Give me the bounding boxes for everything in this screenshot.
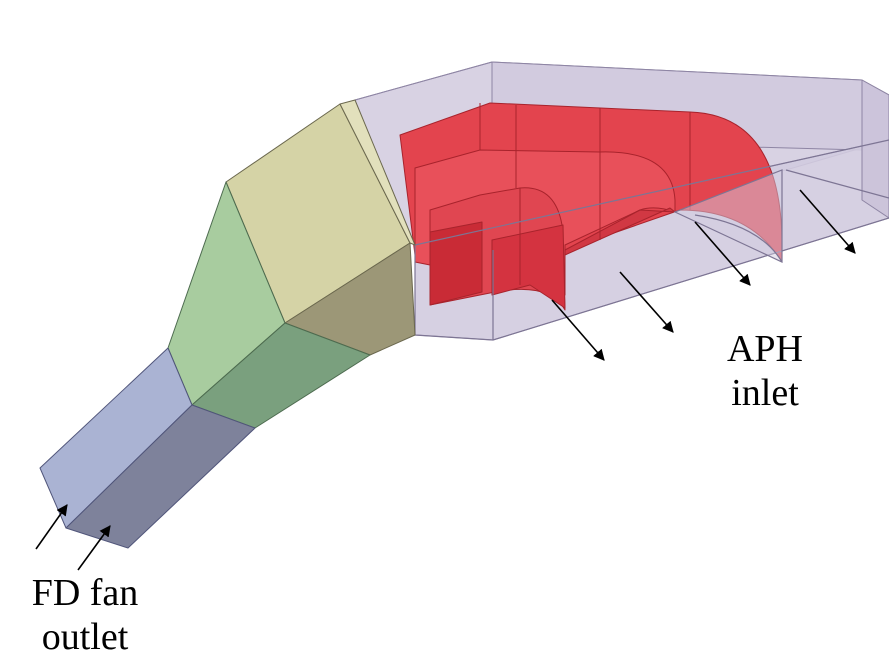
aph-label-line-2: inlet bbox=[731, 372, 799, 414]
inlet-duct bbox=[39, 347, 256, 549]
aph-inlet-label: APH inlet bbox=[700, 327, 830, 415]
fd-outlet-arrow-1 bbox=[35, 504, 68, 550]
throat-side-face bbox=[339, 99, 416, 246]
inlet-duct-side-face bbox=[65, 404, 256, 549]
aph-inlet-arrow-3 bbox=[694, 221, 751, 286]
flow-arrows bbox=[35, 189, 856, 571]
throat-section bbox=[225, 99, 416, 356]
guide-vane-front-left bbox=[429, 221, 483, 306]
aph-label-line-1: APH bbox=[726, 328, 804, 370]
plenum-end-face bbox=[861, 79, 889, 219]
aph-inlet-arrow-4 bbox=[799, 189, 856, 254]
plenum-outline bbox=[414, 139, 889, 341]
vane-cutout-3 bbox=[673, 169, 783, 263]
aph-inlet-arrow-2 bbox=[619, 271, 674, 333]
guide-vane-front-right bbox=[564, 207, 676, 256]
fd-label-line-2: outlet bbox=[41, 616, 129, 658]
fd-fan-outlet-label: FD fan outlet bbox=[0, 571, 170, 659]
guide-vanes bbox=[399, 102, 783, 311]
aph-inlet-arrow-1 bbox=[551, 299, 605, 361]
fd-outlet-arrow-2 bbox=[77, 525, 111, 571]
fd-label-line-1: FD fan bbox=[31, 572, 139, 614]
guide-vane-front-mid bbox=[491, 224, 566, 309]
